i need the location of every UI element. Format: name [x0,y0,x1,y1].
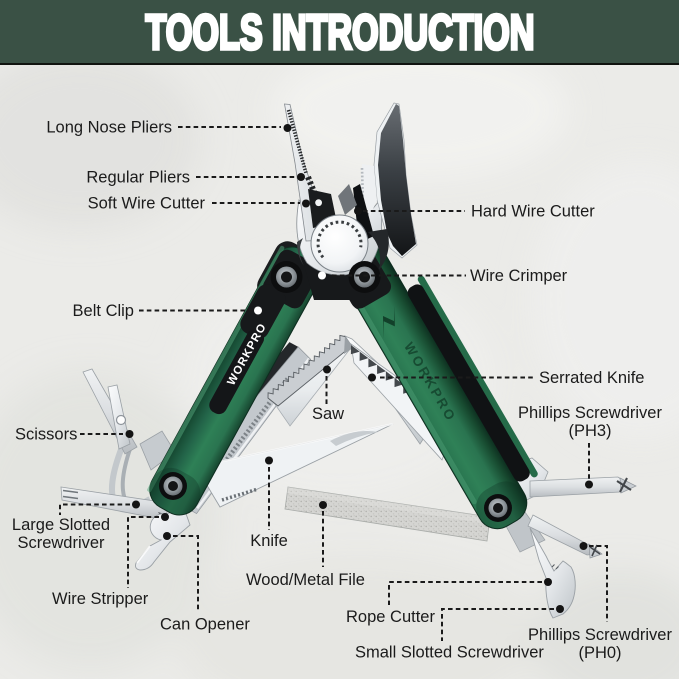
svg-text:Long Nose Pliers: Long Nose Pliers [46,119,172,137]
svg-text:(PH3): (PH3) [568,422,611,440]
svg-text:Scissors: Scissors [15,426,77,444]
svg-text:Serrated Knife: Serrated Knife [539,369,644,387]
svg-text:Phillips Screwdriver: Phillips Screwdriver [518,404,662,422]
svg-text:Regular Pliers: Regular Pliers [86,169,190,187]
svg-text:Can Opener: Can Opener [160,616,250,634]
svg-text:Wire Crimper: Wire Crimper [470,267,568,285]
svg-text:Screwdriver: Screwdriver [17,534,105,552]
svg-text:Small Slotted Screwdriver: Small Slotted Screwdriver [355,644,544,662]
svg-text:Wire Stripper: Wire Stripper [52,590,149,608]
svg-text:Large Slotted: Large Slotted [12,516,110,534]
svg-text:Belt Clip: Belt Clip [73,302,134,320]
svg-text:Saw: Saw [312,405,344,423]
svg-text:Soft Wire Cutter: Soft Wire Cutter [88,195,206,213]
svg-text:Wood/Metal File: Wood/Metal File [246,571,365,589]
svg-text:Hard Wire Cutter: Hard Wire Cutter [471,203,595,221]
svg-text:(PH0): (PH0) [578,644,621,662]
svg-text:Rope Cutter: Rope Cutter [346,608,435,626]
svg-text:Knife: Knife [250,532,288,550]
svg-text:TOOLS INTRODUCTION: TOOLS INTRODUCTION [146,6,535,60]
svg-text:Phillips Screwdriver: Phillips Screwdriver [528,626,672,644]
